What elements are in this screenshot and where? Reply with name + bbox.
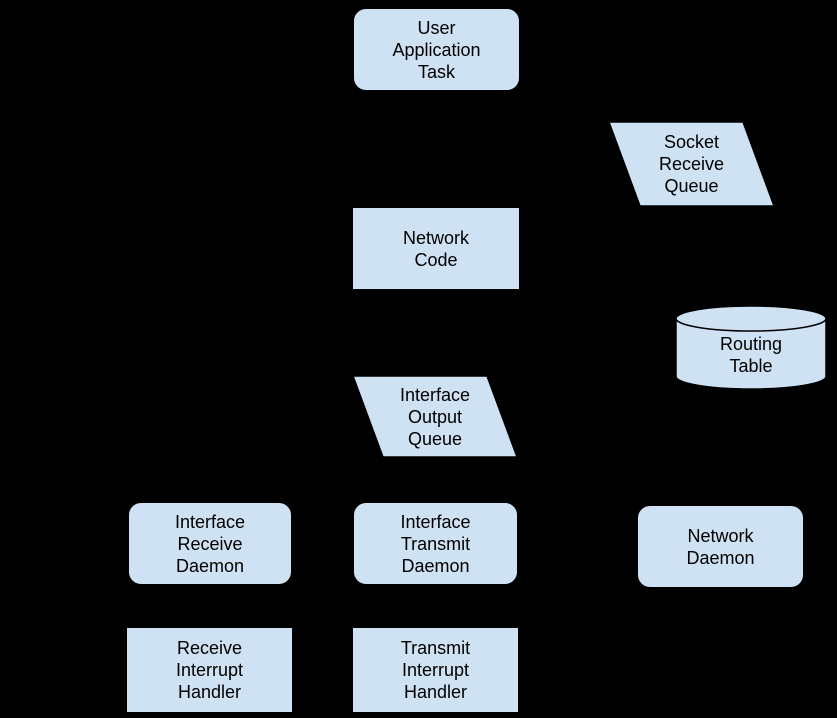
node-routing-table-label: Routing Table (719, 334, 783, 376)
node-receive-interrupt-handler: Receive Interrupt Handler (126, 627, 293, 713)
node-interface-receive-daemon-label: Interface Receive Daemon (174, 511, 246, 576)
parallelogram-shape (608, 121, 775, 207)
cylinder-shape (675, 305, 827, 390)
node-user-application-task: User Application Task (353, 8, 520, 91)
node-transmit-interrupt-handler: Transmit Interrupt Handler (352, 627, 519, 713)
node-socket-receive-queue-label: Socket Receive Queue (658, 132, 725, 196)
node-user-application-task-label: User Application Task (392, 17, 481, 82)
node-network-code: Network Code (352, 207, 520, 290)
node-interface-output-queue-label: Interface Output Queue (399, 384, 471, 449)
node-routing-table: Routing Table (675, 305, 827, 390)
node-network-daemon-label: Network Daemon (686, 525, 755, 568)
parallelogram-shape (352, 375, 518, 458)
node-network-code-label: Network Code (402, 227, 469, 270)
node-interface-receive-daemon: Interface Receive Daemon (128, 502, 292, 585)
node-socket-receive-queue: Socket Receive Queue (608, 121, 775, 207)
node-interface-transmit-daemon-label: Interface Transmit Daemon (400, 511, 471, 576)
node-interface-transmit-daemon: Interface Transmit Daemon (353, 502, 518, 585)
node-transmit-interrupt-handler-label: Transmit Interrupt Handler (400, 638, 471, 702)
node-interface-output-queue: Interface Output Queue (352, 375, 518, 458)
node-receive-interrupt-handler-label: Receive Interrupt Handler (175, 638, 244, 702)
node-network-daemon: Network Daemon (637, 505, 804, 588)
